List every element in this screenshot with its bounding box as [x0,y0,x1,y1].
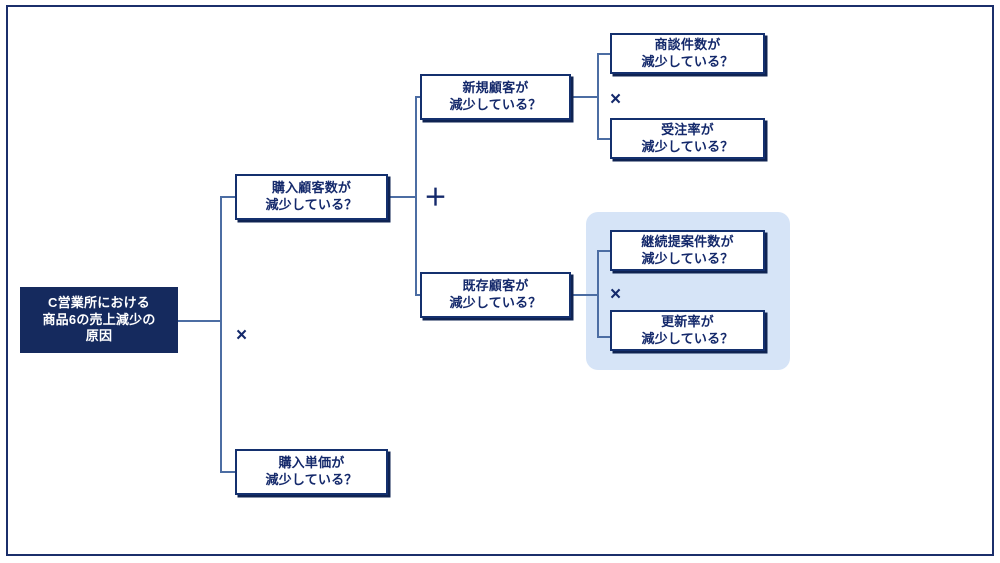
connector-existing-to-proposals [597,250,614,252]
node-renewal-rate[interactable]: 更新率が 減少している？ [610,310,765,351]
node-existing-customers-label: 既存顧客が 減少している？ [449,278,542,310]
node-continuous-proposals-label: 継続提案件数が 減少している？ [641,233,734,266]
node-purchasing-customers[interactable]: 購入顧客数が 減少している？ [235,174,388,220]
node-existing-customers[interactable]: 既存顧客が 減少している？ [420,272,571,318]
connector-new-to-split [571,96,598,98]
operator-customers-plus: ＋ [424,184,447,210]
operator-new-customer-multiply: × [610,89,622,110]
node-purchasing-customers-label: 購入顧客数が 減少している？ [265,180,358,212]
node-unit-price[interactable]: 購入単価が 減少している？ [235,449,388,495]
node-continuous-proposals[interactable]: 継続提案件数が 減少している？ [610,230,765,271]
connector-new-to-deals [597,53,614,55]
connector-customers-to-split [388,196,416,198]
node-deal-count-label: 商談件数が 減少している？ [641,36,734,69]
node-root[interactable]: C営業所における 商品6の売上減少の 原因 [20,287,178,353]
connector-trunk-level1 [220,197,222,472]
connector-new-to-orderrate [597,138,614,140]
node-order-rate[interactable]: 受注率が 減少している？ [610,118,765,159]
operator-root-multiply: × [236,325,248,346]
node-root-label: C営業所における 商品6の売上減少の 原因 [42,295,156,344]
connector-new-split-vertical [597,54,599,139]
node-renewal-rate-label: 更新率が 減少している？ [641,313,734,346]
connector-existing-to-renewal [597,336,614,338]
node-order-rate-label: 受注率が 減少している？ [641,121,734,154]
connector-root-to-trunk [178,320,221,322]
connector-existing-split-vertical [597,251,599,337]
operator-existing-customer-multiply: × [610,284,622,305]
connector-existing-to-split [571,294,598,296]
node-new-customers-label: 新規顧客が 減少している？ [449,80,542,112]
node-new-customers[interactable]: 新規顧客が 減少している？ [420,74,571,120]
connector-split-level2 [415,97,417,296]
node-unit-price-label: 購入単価が 減少している？ [265,455,358,487]
node-deal-count[interactable]: 商談件数が 減少している？ [610,33,765,74]
